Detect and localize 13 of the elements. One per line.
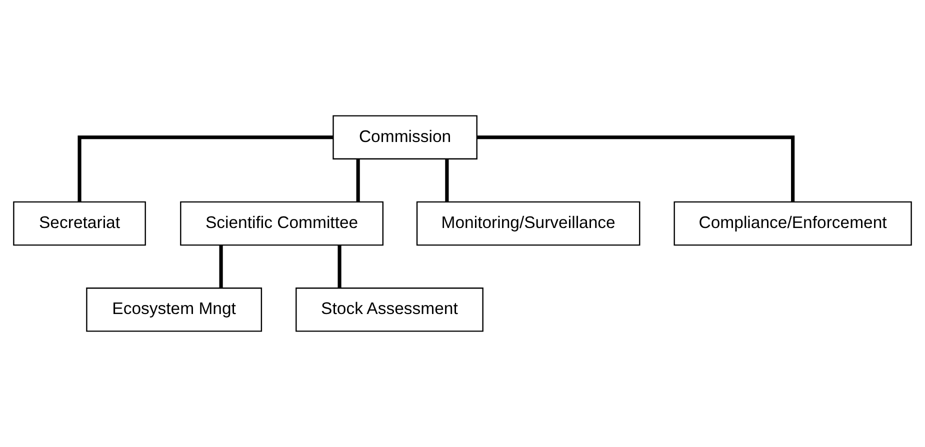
node-box: Monitoring/Surveillance bbox=[416, 201, 640, 246]
connector bbox=[78, 136, 334, 202]
node-box: Secretariat bbox=[13, 201, 146, 246]
connector bbox=[356, 159, 360, 202]
node-box: Scientific Committee bbox=[180, 201, 384, 246]
connector bbox=[338, 245, 342, 288]
node-box: Stock Assessment bbox=[296, 288, 484, 332]
node-box: Compliance/Enforcement bbox=[674, 201, 912, 246]
connector bbox=[219, 245, 223, 288]
connector bbox=[477, 136, 795, 202]
node-box: Ecosystem Mngt bbox=[86, 288, 262, 332]
node-box: Commission bbox=[332, 115, 478, 160]
connector bbox=[445, 159, 449, 202]
